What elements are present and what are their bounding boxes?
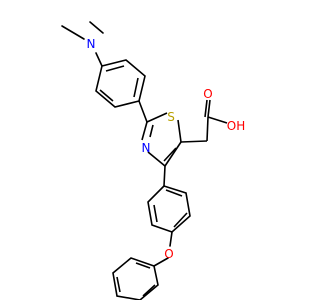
bond-n-ring: [95, 52, 103, 67]
atom-oxygen-ether: O: [164, 247, 173, 261]
atom-oxygen-carbonyl: O: [203, 87, 212, 101]
bond-ring-ether: [169, 231, 173, 247]
phenyl-ring-bottom: [112, 257, 159, 300]
bond-thiazole-phenyl: [163, 165, 166, 187]
phenyl-ring-top: [95, 59, 146, 108]
atom-nitrogen-dimethylamino: N: [87, 37, 96, 51]
atom-hydroxyl: OH: [227, 119, 245, 133]
thiazole-ring: [141, 112, 182, 167]
phenyl-ring-middle: [147, 185, 191, 233]
bond-ether-ring: [153, 257, 169, 267]
bond-phenyl-thiazole: [138, 100, 148, 123]
chemical-structure-diagram: N S N O OH O: [61, 21, 245, 300]
bond-methyl-2: [89, 21, 104, 34]
acetic-acid-chain: [180, 99, 228, 143]
atom-nitrogen-thiazole: N: [142, 141, 151, 155]
atom-sulfur: S: [167, 110, 175, 124]
bond-methyl-1: [61, 25, 85, 40]
